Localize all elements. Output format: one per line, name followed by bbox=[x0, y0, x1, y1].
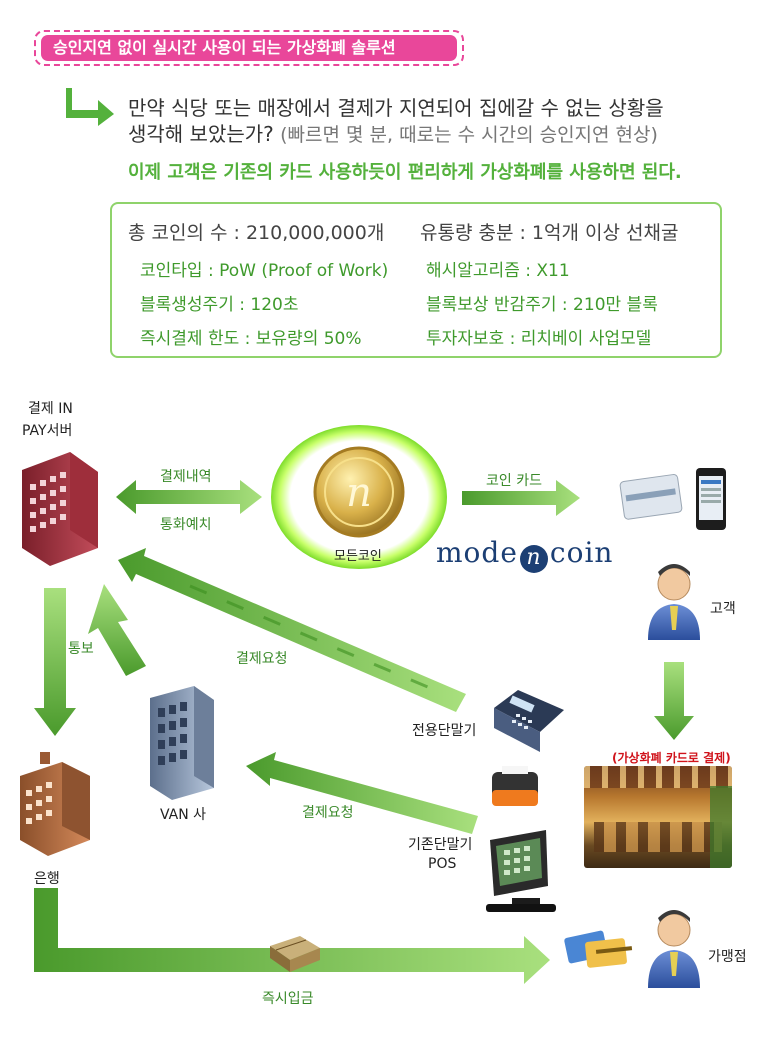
prepaid-card-icon bbox=[619, 474, 683, 520]
money-bundle-icon bbox=[270, 936, 320, 972]
coin-info-box bbox=[110, 202, 722, 358]
van-to-server-arrow bbox=[88, 584, 146, 676]
info-halving: 블록보상 반감주기 : 210만 블록 bbox=[426, 295, 658, 315]
info-instant-limit: 즉시결제 한도 : 보유량의 50% bbox=[140, 329, 362, 349]
bank-label: 은행 bbox=[34, 871, 60, 887]
notify-down-arrow bbox=[34, 588, 76, 736]
coin-card-label: 코인 카드 bbox=[486, 473, 542, 489]
legacy-terminal-label-1: 기존단말기 bbox=[408, 837, 473, 853]
pos-terminal-icon bbox=[486, 830, 556, 912]
payment-history-label: 결제내역 bbox=[160, 469, 212, 485]
info-investor-protect: 투자자보호 : 리치베이 사업모델 bbox=[426, 329, 652, 349]
bank-building-icon bbox=[20, 752, 90, 856]
question-line-2: 생각해 보았는가? (빠르면 몇 분, 때로는 수 시간의 승인지연 현상) bbox=[128, 118, 658, 147]
merchant-person-icon bbox=[648, 910, 700, 988]
customer-label: 고객 bbox=[710, 601, 736, 617]
instant-deposit-arrow bbox=[34, 888, 550, 984]
merchant-label: 가맹점 bbox=[708, 949, 747, 965]
question-main: 생각해 보았는가? bbox=[128, 122, 274, 146]
logo-prefix: mode bbox=[436, 536, 518, 569]
bent-arrow-icon bbox=[66, 88, 114, 126]
info-block-time: 블록생성주기 : 120초 bbox=[140, 295, 299, 315]
customer-down-arrow bbox=[654, 662, 694, 740]
payserver-building-icon bbox=[22, 452, 98, 566]
svg-text:n: n bbox=[346, 470, 372, 516]
notify-label: 통보 bbox=[68, 641, 94, 657]
van-label: VAN 사 bbox=[160, 807, 207, 823]
payment-request-label-2: 결제요청 bbox=[302, 805, 354, 821]
info-hash-algo: 해시알고리즘 : X11 bbox=[426, 261, 570, 281]
legacy-terminal-label-2: POS bbox=[428, 856, 457, 872]
currency-deposit-label: 통화예치 bbox=[160, 517, 212, 533]
logo-n-badge: n bbox=[519, 545, 548, 573]
dedicated-terminal-label: 전용단말기 bbox=[412, 723, 477, 739]
dedicated-terminal-icon bbox=[494, 690, 564, 752]
question-line-1: 만약 식당 또는 매장에서 결제가 지연되어 집에갈 수 없는 상황을 bbox=[128, 96, 664, 120]
info-coin-type: 코인타입 : PoW (Proof of Work) bbox=[140, 261, 389, 281]
smartphone-icon bbox=[696, 468, 726, 530]
bidirectional-arrow bbox=[116, 480, 262, 514]
restaurant-photo bbox=[584, 766, 732, 868]
highlight-text: 이제 고객은 기존의 카드 사용하듯이 편리하게 가상화폐를 사용하면 된다. bbox=[128, 162, 682, 183]
credit-cards-icon bbox=[564, 930, 633, 968]
coin-label: 모든코인 bbox=[334, 549, 382, 564]
question-note: (빠르면 몇 분, 때로는 수 시간의 승인지연 현상) bbox=[280, 124, 658, 146]
payserver-label-1: 결제 IN bbox=[28, 401, 73, 417]
payment-request-label-1: 결제요청 bbox=[236, 651, 288, 667]
payment-request-arrow-1 bbox=[118, 548, 466, 712]
banner-text: 승인지연 없이 실시간 사용이 되는 가상화폐 솔루션 bbox=[41, 35, 457, 61]
info-circulation: 유통량 충분 : 1억개 이상 선채굴 bbox=[420, 222, 679, 244]
coin-icon: n bbox=[271, 425, 447, 569]
receipt-printer-icon bbox=[492, 766, 538, 806]
payment-request-arrow-2 bbox=[246, 752, 478, 834]
customer-person-icon bbox=[648, 564, 700, 640]
title-banner: 승인지연 없이 실시간 사용이 되는 가상화폐 솔루션 bbox=[34, 30, 464, 66]
restaurant-caption: (가상화폐 카드로 결제) bbox=[612, 751, 731, 765]
payserver-label-2: PAY서버 bbox=[22, 423, 73, 439]
instant-deposit-label: 즉시입금 bbox=[262, 991, 314, 1007]
coin-card-arrow bbox=[462, 480, 580, 516]
info-total-coins: 총 코인의 수 : 210,000,000개 bbox=[128, 222, 385, 244]
van-building-icon bbox=[150, 686, 214, 800]
logo-suffix: coin bbox=[549, 536, 614, 569]
